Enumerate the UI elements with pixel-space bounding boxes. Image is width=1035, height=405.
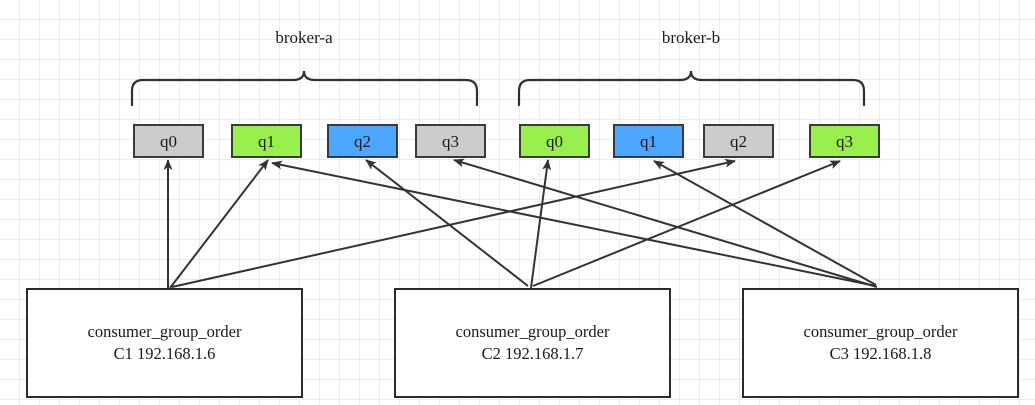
queue-label: q0 <box>546 131 563 151</box>
queue-box-b-q2[interactable]: q2 <box>703 124 774 158</box>
consumer-group-name: consumer_group_order <box>87 321 242 341</box>
link-c3-to-a-q1 <box>271 160 877 287</box>
queue-box-a-q1[interactable]: q1 <box>231 124 302 158</box>
queue-label: q0 <box>160 131 177 151</box>
consumer-group-name: consumer_group_order <box>455 321 610 341</box>
consumer-box-c1[interactable]: consumer_group_order C1 192.168.1.6 <box>26 288 303 398</box>
queue-box-a-q0[interactable]: q0 <box>133 124 204 158</box>
queue-box-a-q2[interactable]: q2 <box>327 124 398 158</box>
brace-broker-a <box>130 70 479 107</box>
link-c2-to-b-q0 <box>530 159 552 289</box>
queue-box-b-q3[interactable]: q3 <box>809 124 880 158</box>
queue-box-b-q0[interactable]: q0 <box>519 124 590 158</box>
consumer-id-and-ip: C3 192.168.1.8 <box>829 344 932 363</box>
link-c1-to-b-q2 <box>171 158 736 288</box>
queue-label: q2 <box>730 131 747 151</box>
link-c3-to-a-q3 <box>453 158 878 288</box>
queue-box-b-q1[interactable]: q1 <box>613 124 684 158</box>
queue-label: q3 <box>442 131 459 151</box>
link-c1-to-a-q1 <box>169 159 269 289</box>
broker-label-broker-b: broker-b <box>661 28 721 47</box>
consumer-id-and-ip: C1 192.168.1.6 <box>113 344 216 363</box>
queue-label: q1 <box>258 131 275 151</box>
broker-braces <box>130 70 866 107</box>
broker-label-broker-a: broker-a <box>275 28 333 47</box>
link-c2-to-b-q3 <box>532 160 841 287</box>
queue-box-a-q3[interactable]: q3 <box>415 124 486 158</box>
brace-broker-b <box>517 70 866 107</box>
consumer-queue-links <box>163 158 878 289</box>
consumer-box-c3[interactable]: consumer_group_order C3 192.168.1.8 <box>742 288 1019 398</box>
consumer-id-and-ip: C2 192.168.1.7 <box>481 344 584 363</box>
consumer-group-name: consumer_group_order <box>803 321 958 341</box>
link-c2-to-a-q2 <box>365 159 529 287</box>
queue-label: q2 <box>354 131 371 151</box>
consumer-box-c2[interactable]: consumer_group_order C2 192.168.1.7 <box>394 288 671 398</box>
link-c3-to-b-q1 <box>653 160 877 286</box>
queue-label: q1 <box>640 131 657 151</box>
queue-label: q3 <box>836 131 853 151</box>
